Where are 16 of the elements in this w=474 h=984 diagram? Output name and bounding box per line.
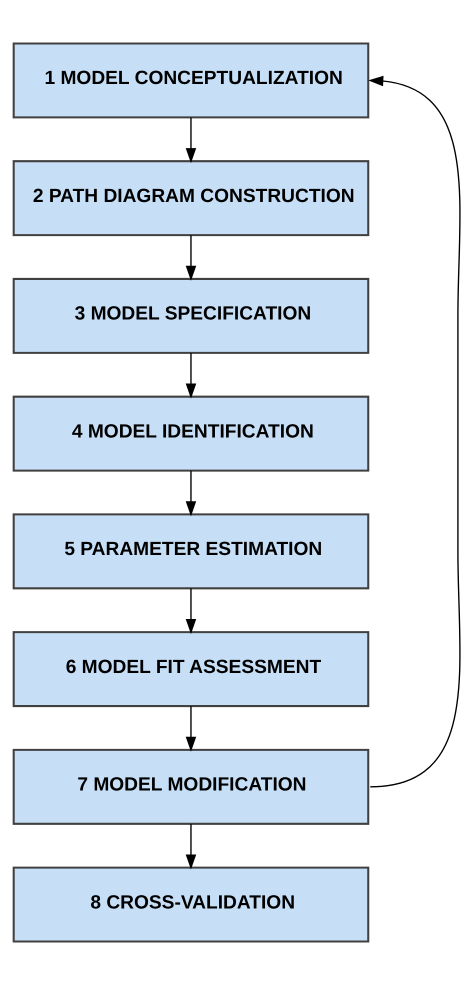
node-box: 7 MODEL MODIFICATION — [12, 748, 370, 824]
node-box: 8 CROSS-VALIDATION — [12, 866, 370, 942]
node-box: 3 MODEL SPECIFICATION — [12, 277, 370, 354]
arrow — [186, 352, 196, 398]
arrow — [186, 706, 196, 752]
node-box: 5 PARAMETER ESTIMATION — [12, 512, 370, 589]
arrow — [186, 234, 196, 280]
arrow — [186, 470, 196, 516]
arrow — [186, 117, 196, 163]
arrow — [186, 823, 196, 870]
node-box: 6 MODEL FIT ASSESSMENT — [12, 630, 370, 707]
node-box: 2 PATH DIAGRAM CONSTRUCTION — [12, 160, 370, 236]
arrow — [368, 75, 461, 788]
arrow — [186, 588, 196, 634]
node-box: 4 MODEL IDENTIFICATION — [12, 395, 370, 472]
node-box: 1 MODEL CONCEPTUALIZATION — [12, 42, 370, 118]
